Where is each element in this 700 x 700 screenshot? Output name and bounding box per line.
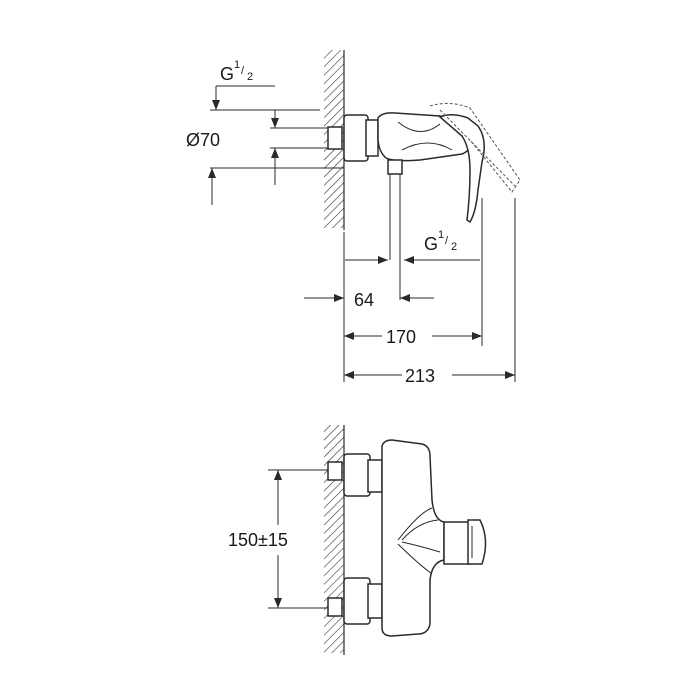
fan-rib-4 <box>397 543 433 575</box>
upper-connector <box>367 459 383 493</box>
thread-bottom-slash: / <box>445 235 449 247</box>
lower-connector <box>367 583 383 619</box>
upper-nipple <box>327 461 343 481</box>
dia-arrow-3 <box>208 168 216 178</box>
dim-64-arrow-left <box>334 294 344 302</box>
thread-bottom-den: 2 <box>451 241 457 253</box>
body-contour-2 <box>401 142 453 151</box>
ghost-line-1 <box>439 109 516 187</box>
dim-170-arrow-left <box>344 332 354 340</box>
dim-64-arrow-right <box>400 294 410 302</box>
fan-rib-1 <box>397 507 433 541</box>
lower-escutcheon <box>343 577 371 625</box>
thread-top-label: G <box>220 64 234 84</box>
spacing-label: 150±15 <box>228 530 288 550</box>
escutcheon <box>343 114 369 162</box>
fan-rib-3 <box>401 541 441 553</box>
dim-170-label: 170 <box>386 327 416 347</box>
dim-170-arrow-right <box>472 332 482 340</box>
dim-64-label: 64 <box>354 290 374 310</box>
upper-escutcheon <box>343 453 371 497</box>
fan-rib-2 <box>401 519 439 541</box>
thread-top-den: 2 <box>247 71 253 83</box>
spacing-arrow-bottom <box>274 598 282 608</box>
dim-213-arrow-right <box>505 371 515 379</box>
front-view: 150±15 <box>228 425 487 655</box>
front-cartridge <box>443 521 471 565</box>
thread-bottom-num: 1 <box>438 229 444 241</box>
dia-arrow-2 <box>271 148 279 158</box>
front-handle <box>467 519 487 565</box>
connector-nut <box>365 119 379 157</box>
thread-top-arrow <box>212 100 220 110</box>
thread-bottom-arrow <box>404 256 414 264</box>
lower-nipple <box>327 597 343 617</box>
lever-ghost-outline <box>429 102 521 193</box>
dim-213-label: 213 <box>405 366 435 386</box>
dim-213-arrow-left <box>344 371 354 379</box>
wall-hatch-bottom <box>324 425 344 653</box>
diameter-label: Ø70 <box>186 130 220 150</box>
side-view: G 1 / 2 Ø70 G 1 / 2 64 <box>186 50 521 386</box>
spacing-arrow-top <box>274 470 282 480</box>
lever-handle <box>438 114 485 224</box>
dia-arrow-1 <box>271 118 279 128</box>
body-contour <box>397 121 441 132</box>
front-body <box>381 439 445 637</box>
thread-bottom-arrow-left <box>378 256 388 264</box>
thread-top-num: 1 <box>234 59 240 71</box>
wall-connector <box>327 126 343 150</box>
thread-top-slash: / <box>241 65 245 77</box>
thread-bottom-label: G <box>424 234 438 254</box>
outlet-nut <box>387 159 403 175</box>
